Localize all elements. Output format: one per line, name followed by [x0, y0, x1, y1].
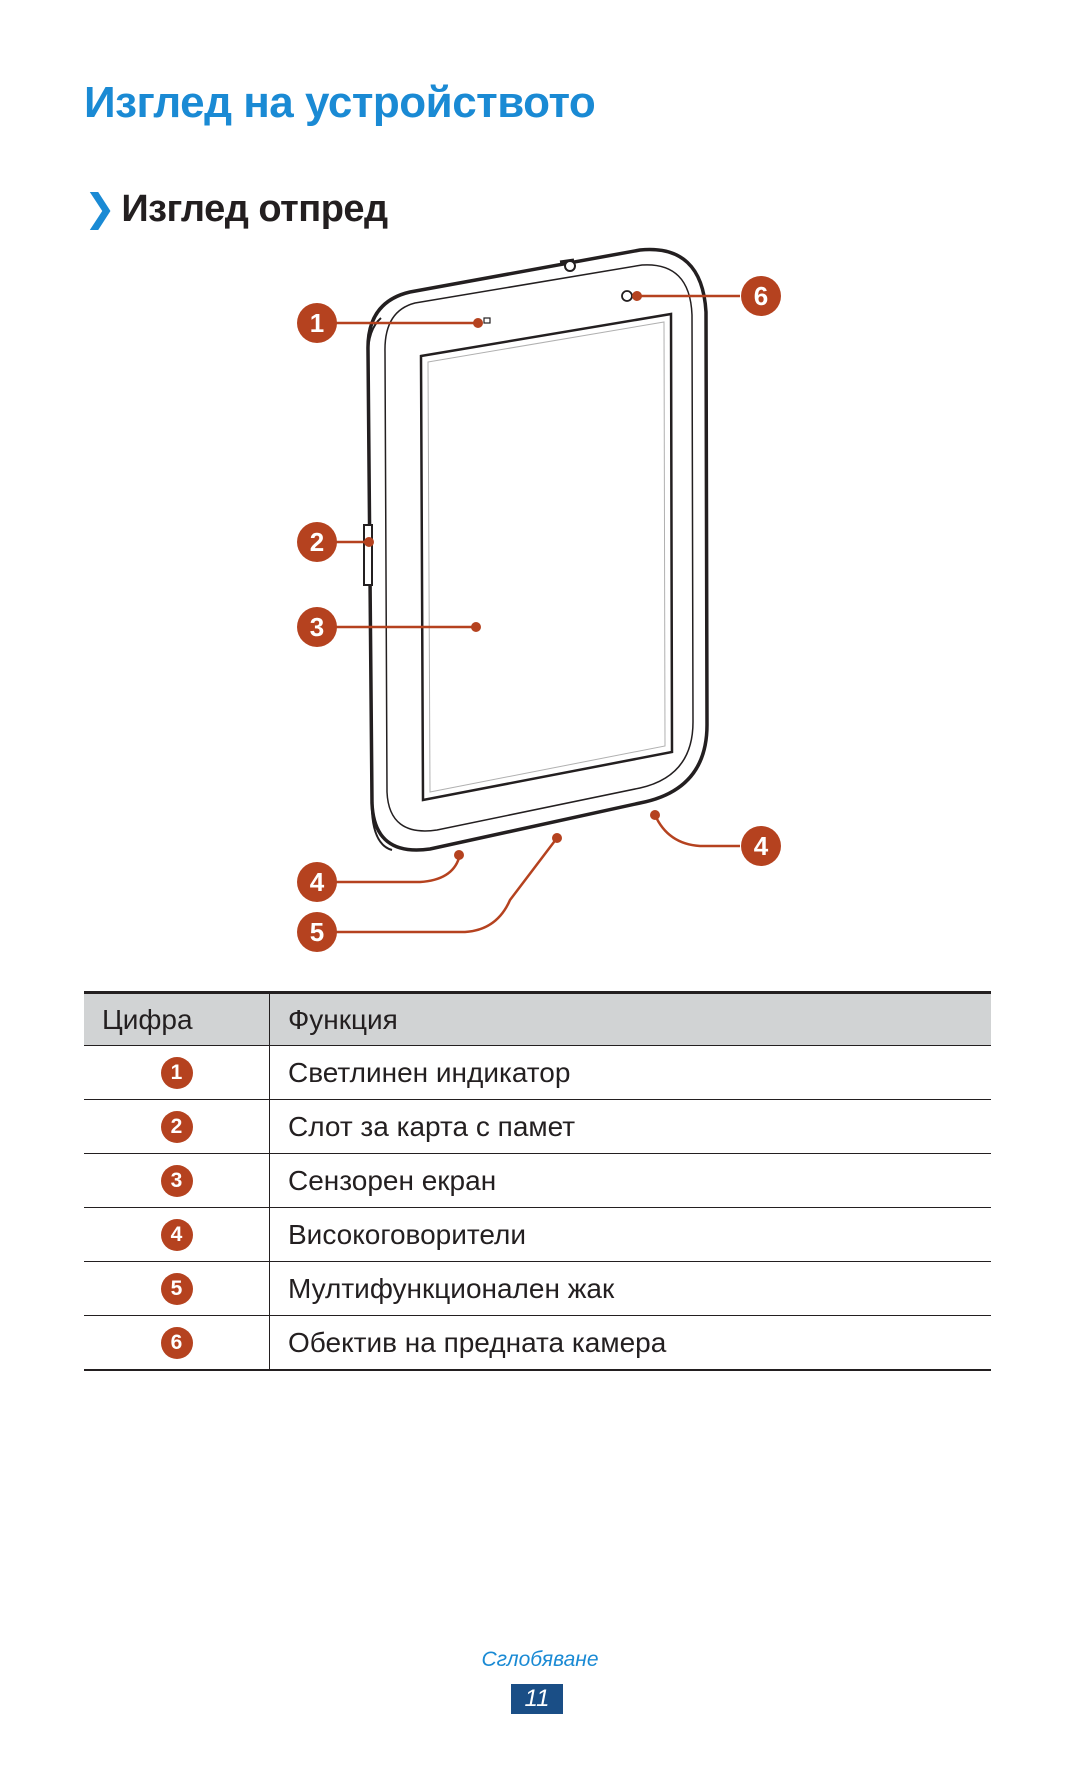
callout-1-number: 1 [310, 308, 324, 338]
table-row: 3 Сензорен екран [84, 1153, 991, 1208]
row-number-cell: 1 [84, 1045, 270, 1100]
page-title: Изглед на устройството [84, 78, 596, 127]
callout-2: 2 [297, 522, 337, 562]
leader-dot-4-right [650, 810, 660, 820]
row-function-cell: Слот за карта с памет [269, 1099, 991, 1154]
function-table: Цифра Функция 1 Светлинен индикатор 2 Сл… [84, 991, 991, 1371]
header-function: Функция [269, 991, 991, 1046]
leader-dot-5 [552, 833, 562, 843]
row-number-cell: 4 [84, 1207, 270, 1262]
leader-line-4-left [318, 857, 461, 884]
number-badge: 2 [160, 1111, 193, 1144]
table-row: 6 Обектив на предната камера [84, 1315, 991, 1371]
number-badge: 1 [160, 1057, 193, 1090]
callout-4-left: 4 [297, 862, 337, 902]
leader-dot-3 [471, 622, 481, 632]
section-heading-text: Изглед отпред [121, 188, 388, 230]
leader-line-4-right [653, 814, 740, 848]
top-jack [564, 260, 576, 272]
row-function-cell: Светлинен индикатор [269, 1045, 991, 1100]
table-row: 1 Светлинен индикатор [84, 1045, 991, 1100]
callout-3-number: 3 [310, 612, 324, 642]
tablet-bezel [384, 264, 694, 832]
chevron-right-icon: ❯ [84, 188, 116, 230]
tablet-screen-inner [427, 321, 666, 793]
front-camera [621, 290, 633, 302]
row-number-cell: 3 [84, 1153, 270, 1208]
leader-dot-4-left [454, 850, 464, 860]
row-function-cell: Обектив на предната камера [269, 1315, 991, 1371]
row-number-cell: 6 [84, 1315, 270, 1371]
table-row: 4 Високоговорители [84, 1207, 991, 1262]
tablet-screen [419, 312, 674, 802]
callout-1: 1 [297, 303, 337, 343]
leader-dot-2 [364, 537, 374, 547]
table-header-row: Цифра Функция [84, 991, 991, 1046]
callout-4-right: 4 [741, 826, 781, 866]
leader-dot-6 [632, 291, 642, 301]
device-front-diagram: 1 2 3 4 5 6 4 [297, 247, 781, 952]
row-function-cell: Мултифункционален жак [269, 1261, 991, 1316]
row-number-cell: 5 [84, 1261, 270, 1316]
callout-6: 6 [741, 276, 781, 316]
table-row: 2 Слот за карта с памет [84, 1099, 991, 1154]
memory-card-slot [363, 524, 373, 586]
number-badge: 4 [160, 1219, 193, 1252]
row-function-cell: Високоговорители [269, 1207, 991, 1262]
leader-dot-1 [473, 318, 483, 328]
row-number-cell: 2 [84, 1099, 270, 1154]
callout-4-right-number: 4 [754, 831, 769, 861]
light-indicator [483, 317, 491, 324]
callout-4-left-number: 4 [310, 867, 325, 897]
header-number: Цифра [84, 991, 270, 1046]
callout-2-number: 2 [310, 527, 324, 557]
number-badge: 3 [160, 1165, 193, 1198]
number-badge: 5 [160, 1273, 193, 1306]
number-badge: 6 [160, 1327, 193, 1360]
callout-6-number: 6 [754, 281, 768, 311]
table-row: 5 Мултифункционален жак [84, 1261, 991, 1316]
leader-line-5 [318, 837, 558, 934]
section-heading: ❯Изглед отпред [84, 186, 388, 231]
page-number: 11 [511, 1684, 563, 1714]
row-function-cell: Сензорен екран [269, 1153, 991, 1208]
callout-3: 3 [297, 607, 337, 647]
callout-5: 5 [297, 912, 337, 952]
footer-section-name: Сглобяване [481, 1648, 599, 1671]
callout-5-number: 5 [310, 917, 324, 947]
